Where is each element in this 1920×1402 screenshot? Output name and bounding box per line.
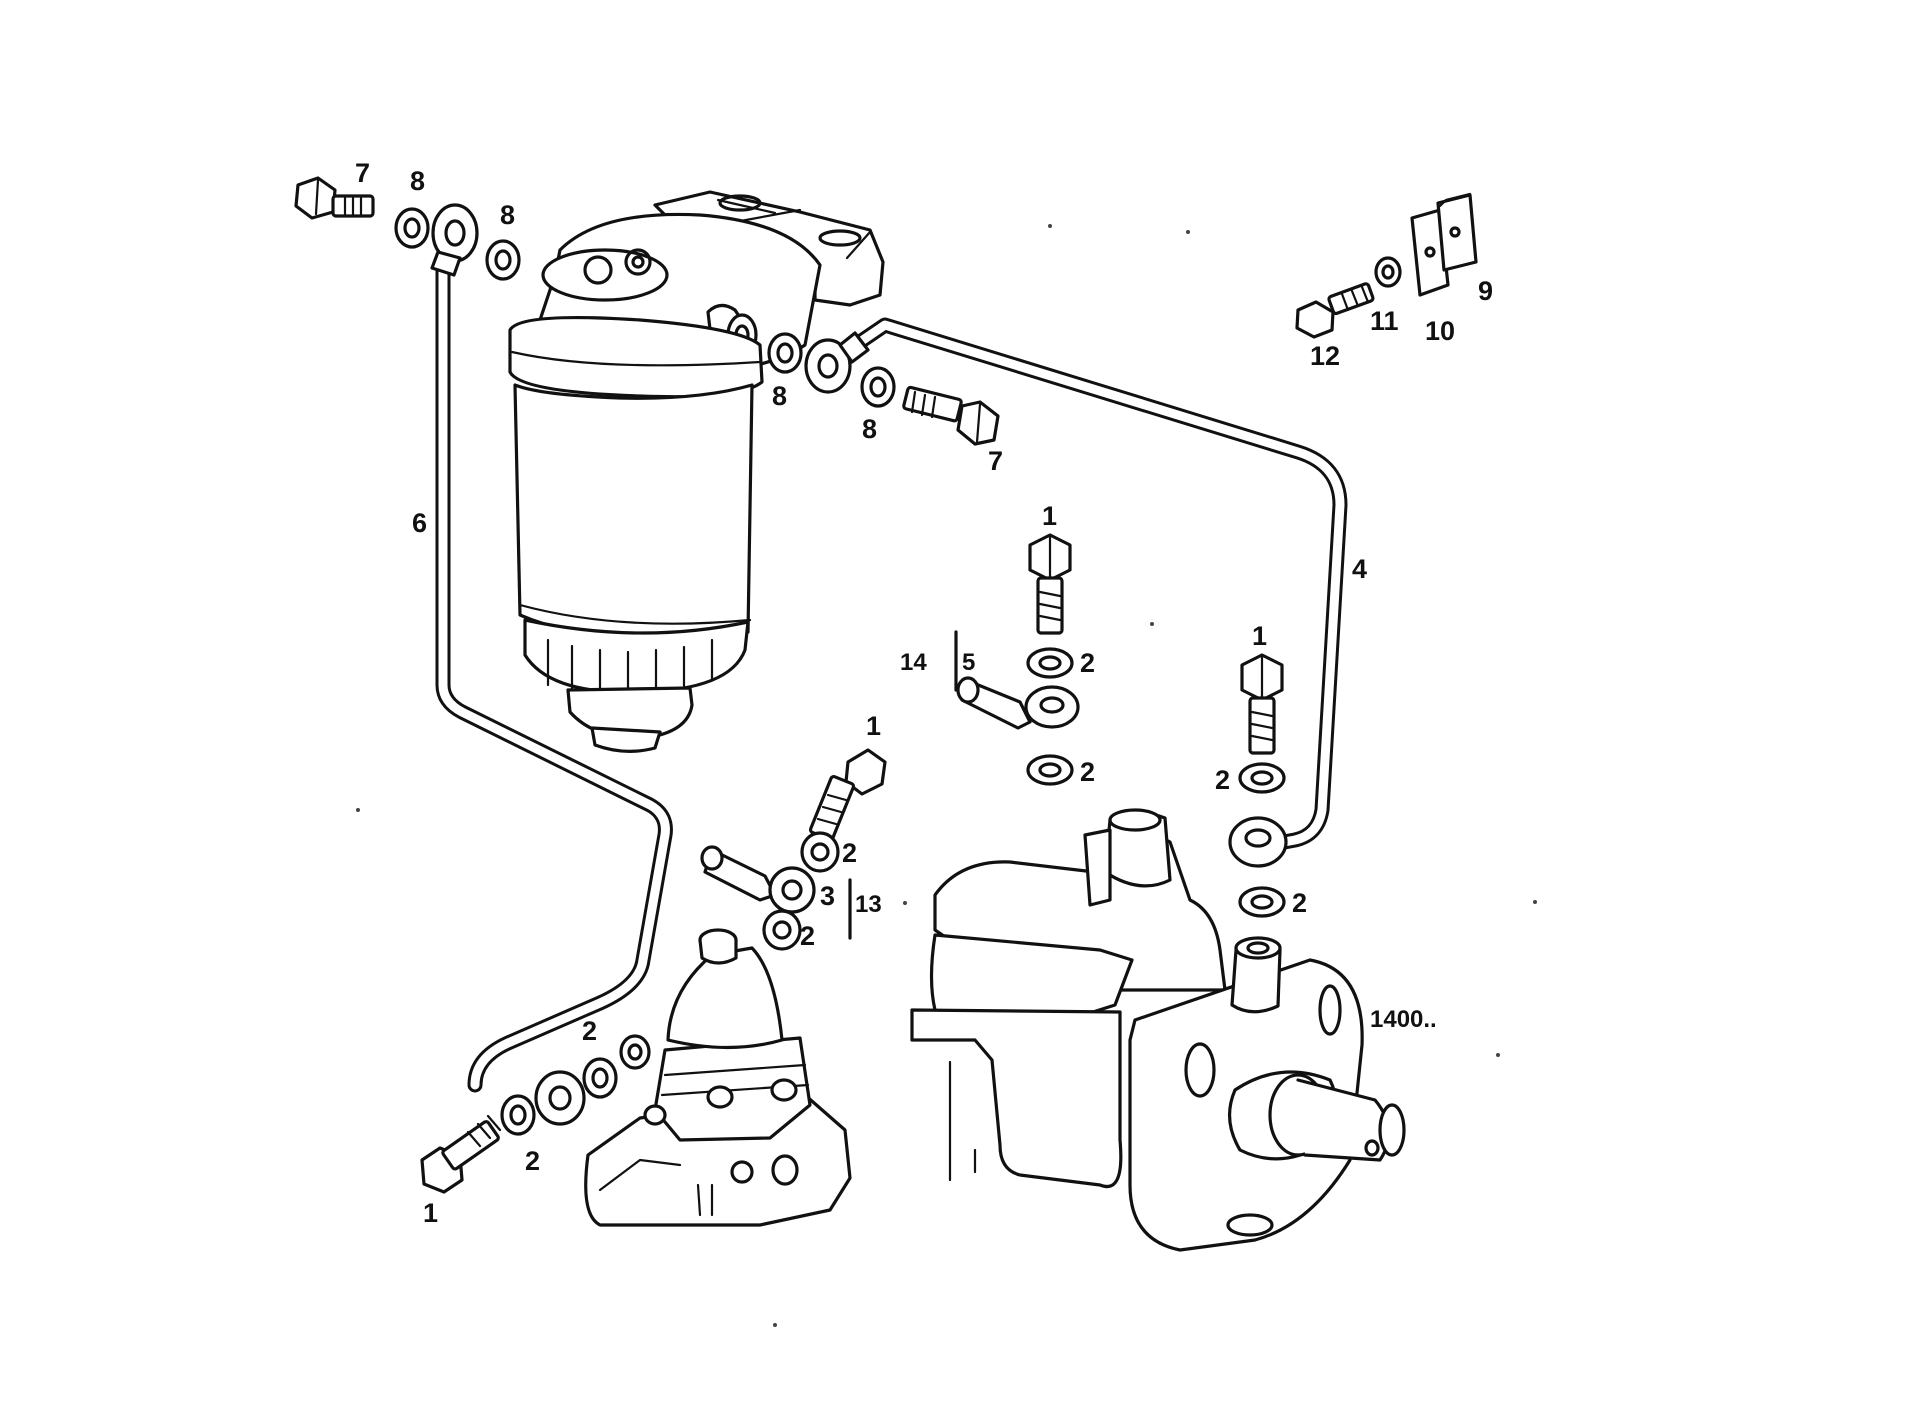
- banjo-bolt-7-top-left: [294, 176, 375, 220]
- sealing-washer-2-pump-side: [582, 1057, 618, 1099]
- callout-1-pump: 1: [866, 711, 881, 741]
- fuel-pipe-4: [852, 317, 1348, 853]
- callout-1-center: 1: [1042, 501, 1057, 531]
- bolt-12: [1295, 282, 1375, 339]
- callout-6: 6: [412, 508, 427, 538]
- callout-5: 5: [962, 649, 975, 676]
- callout-1-right: 1: [1252, 621, 1267, 651]
- banjo-fitting-right-lower: [1228, 816, 1288, 868]
- banjo-bolt-1-pump: [808, 748, 887, 842]
- callout-1-bottom-left: 1: [423, 1198, 438, 1228]
- fuel-pipe-6: [435, 264, 673, 1093]
- banjo-bolt-7-right: [902, 385, 1000, 446]
- sealing-washer-2-center-lower: [1026, 754, 1074, 786]
- sealing-washer-2-bottom-left: [500, 1094, 536, 1136]
- banjo-fitting-top-left: [430, 203, 479, 277]
- callout-8-right-a: 8: [772, 381, 787, 411]
- callout-2-center-upper: 2: [1080, 648, 1095, 678]
- callout-7-right: 7: [988, 446, 1003, 476]
- sealing-washer-2-right-upper: [1238, 762, 1286, 794]
- callout-14: 14: [900, 649, 927, 676]
- callout-8-top-left-a: 8: [410, 166, 425, 196]
- callout-1400: 1400..: [1370, 1006, 1437, 1033]
- banjo-fitting-pump-inlet: [534, 1070, 586, 1126]
- callout-11: 11: [1370, 306, 1399, 336]
- washer-11: [1374, 256, 1402, 288]
- callout-2-bottom-left: 2: [525, 1146, 540, 1176]
- callout-2-pump-lower: 2: [800, 921, 815, 951]
- sealing-washer-2-pump-upper: [800, 831, 840, 873]
- clamp-plate-9: [1436, 192, 1478, 272]
- callout-9: 9: [1478, 276, 1493, 306]
- sealing-washer-2-center-upper: [1026, 647, 1074, 679]
- sealing-washer-8-d: [860, 366, 896, 408]
- callout-10: 10: [1425, 316, 1455, 346]
- injection-pump-1400: [910, 808, 1406, 1252]
- banjo-bolt-1-center: [1028, 533, 1072, 635]
- sealing-washer-2-right-lower: [1238, 886, 1286, 918]
- callout-8-right-b: 8: [862, 414, 877, 444]
- callout-7-top-left: 7: [355, 158, 370, 188]
- banjo-bolt-1-right: [1240, 653, 1284, 755]
- callout-2-pump-upper: 2: [842, 838, 857, 868]
- sealing-washer-8-a: [394, 207, 430, 249]
- banjo-fitting-5: [956, 676, 1080, 730]
- callout-2-pump-side: 2: [582, 1016, 597, 1046]
- banjo-fitting-3: [700, 845, 816, 914]
- sealing-washer-2-pump-lower: [762, 909, 802, 951]
- callout-2-center-lower: 2: [1080, 757, 1095, 787]
- sealing-washer-8-c: [767, 332, 803, 374]
- banjo-fitting-right: [804, 331, 870, 394]
- scan-specks: [356, 224, 1537, 1327]
- fuel-filter: [508, 190, 885, 753]
- fuel-lift-pump: [584, 928, 852, 1227]
- callout-3: 3: [820, 881, 835, 911]
- callout-2-right-lower: 2: [1292, 888, 1307, 918]
- callout-4: 4: [1352, 554, 1367, 584]
- callout-13: 13: [855, 891, 882, 918]
- callout-8-top-left-b: 8: [500, 200, 515, 230]
- callout-2-right-upper: 2: [1215, 765, 1230, 795]
- sealing-washer-8-b: [485, 239, 521, 281]
- callout-12: 12: [1310, 341, 1340, 371]
- banjo-bolt-1-bottom-left: [420, 1114, 502, 1194]
